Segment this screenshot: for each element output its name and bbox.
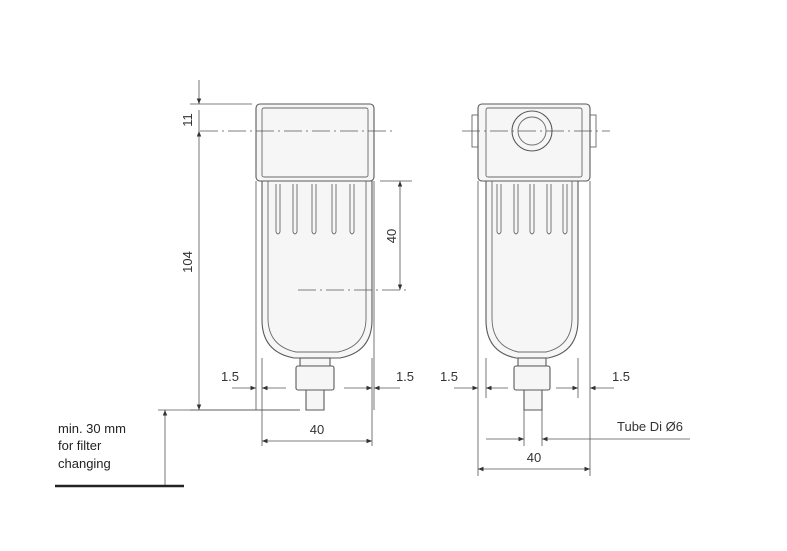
dim-side-left-clearance: 1.5 — [440, 369, 458, 384]
clearance-note: min. 30 mm for filter changing — [55, 409, 300, 488]
dim-cap-height: 11 — [180, 113, 195, 127]
dim-left-clearance: 1.5 — [221, 369, 239, 384]
side-bowl-inner — [491, 181, 573, 353]
side-drain-nut — [513, 365, 551, 391]
front-bowl-ribs — [275, 184, 355, 235]
clearance-text-line2: for filter — [58, 438, 102, 453]
side-bowl — [485, 180, 579, 359]
dim-total-height: 104 — [180, 251, 195, 273]
side-drain-collar — [517, 357, 547, 367]
dimensions-side: 1.5 1.5 Tube Di Ø6 40 — [440, 181, 690, 476]
front-head-inner — [261, 107, 369, 178]
tube-label: Tube Di Ø6 — [617, 419, 683, 434]
front-drain-nut — [295, 365, 335, 391]
front-view — [200, 103, 410, 411]
side-head-inner — [485, 107, 583, 178]
front-bowl — [261, 180, 373, 359]
dim-right-clearance: 1.5 — [396, 369, 414, 384]
dim-bowl-depth: 40 — [384, 229, 399, 243]
side-drain-nozzle — [523, 389, 543, 411]
front-drain-nozzle — [305, 389, 325, 411]
dim-side-right-clearance: 1.5 — [612, 369, 630, 384]
front-head — [255, 103, 375, 182]
front-drain-collar — [299, 357, 331, 367]
side-bowl-ribs — [496, 184, 568, 235]
side-view — [462, 103, 610, 411]
clearance-text-line1: min. 30 mm — [58, 421, 126, 436]
clearance-text-line3: changing — [58, 456, 111, 471]
dim-side-width: 40 — [527, 450, 541, 465]
front-bowl-inner — [267, 181, 367, 353]
dim-front-width: 40 — [310, 422, 324, 437]
